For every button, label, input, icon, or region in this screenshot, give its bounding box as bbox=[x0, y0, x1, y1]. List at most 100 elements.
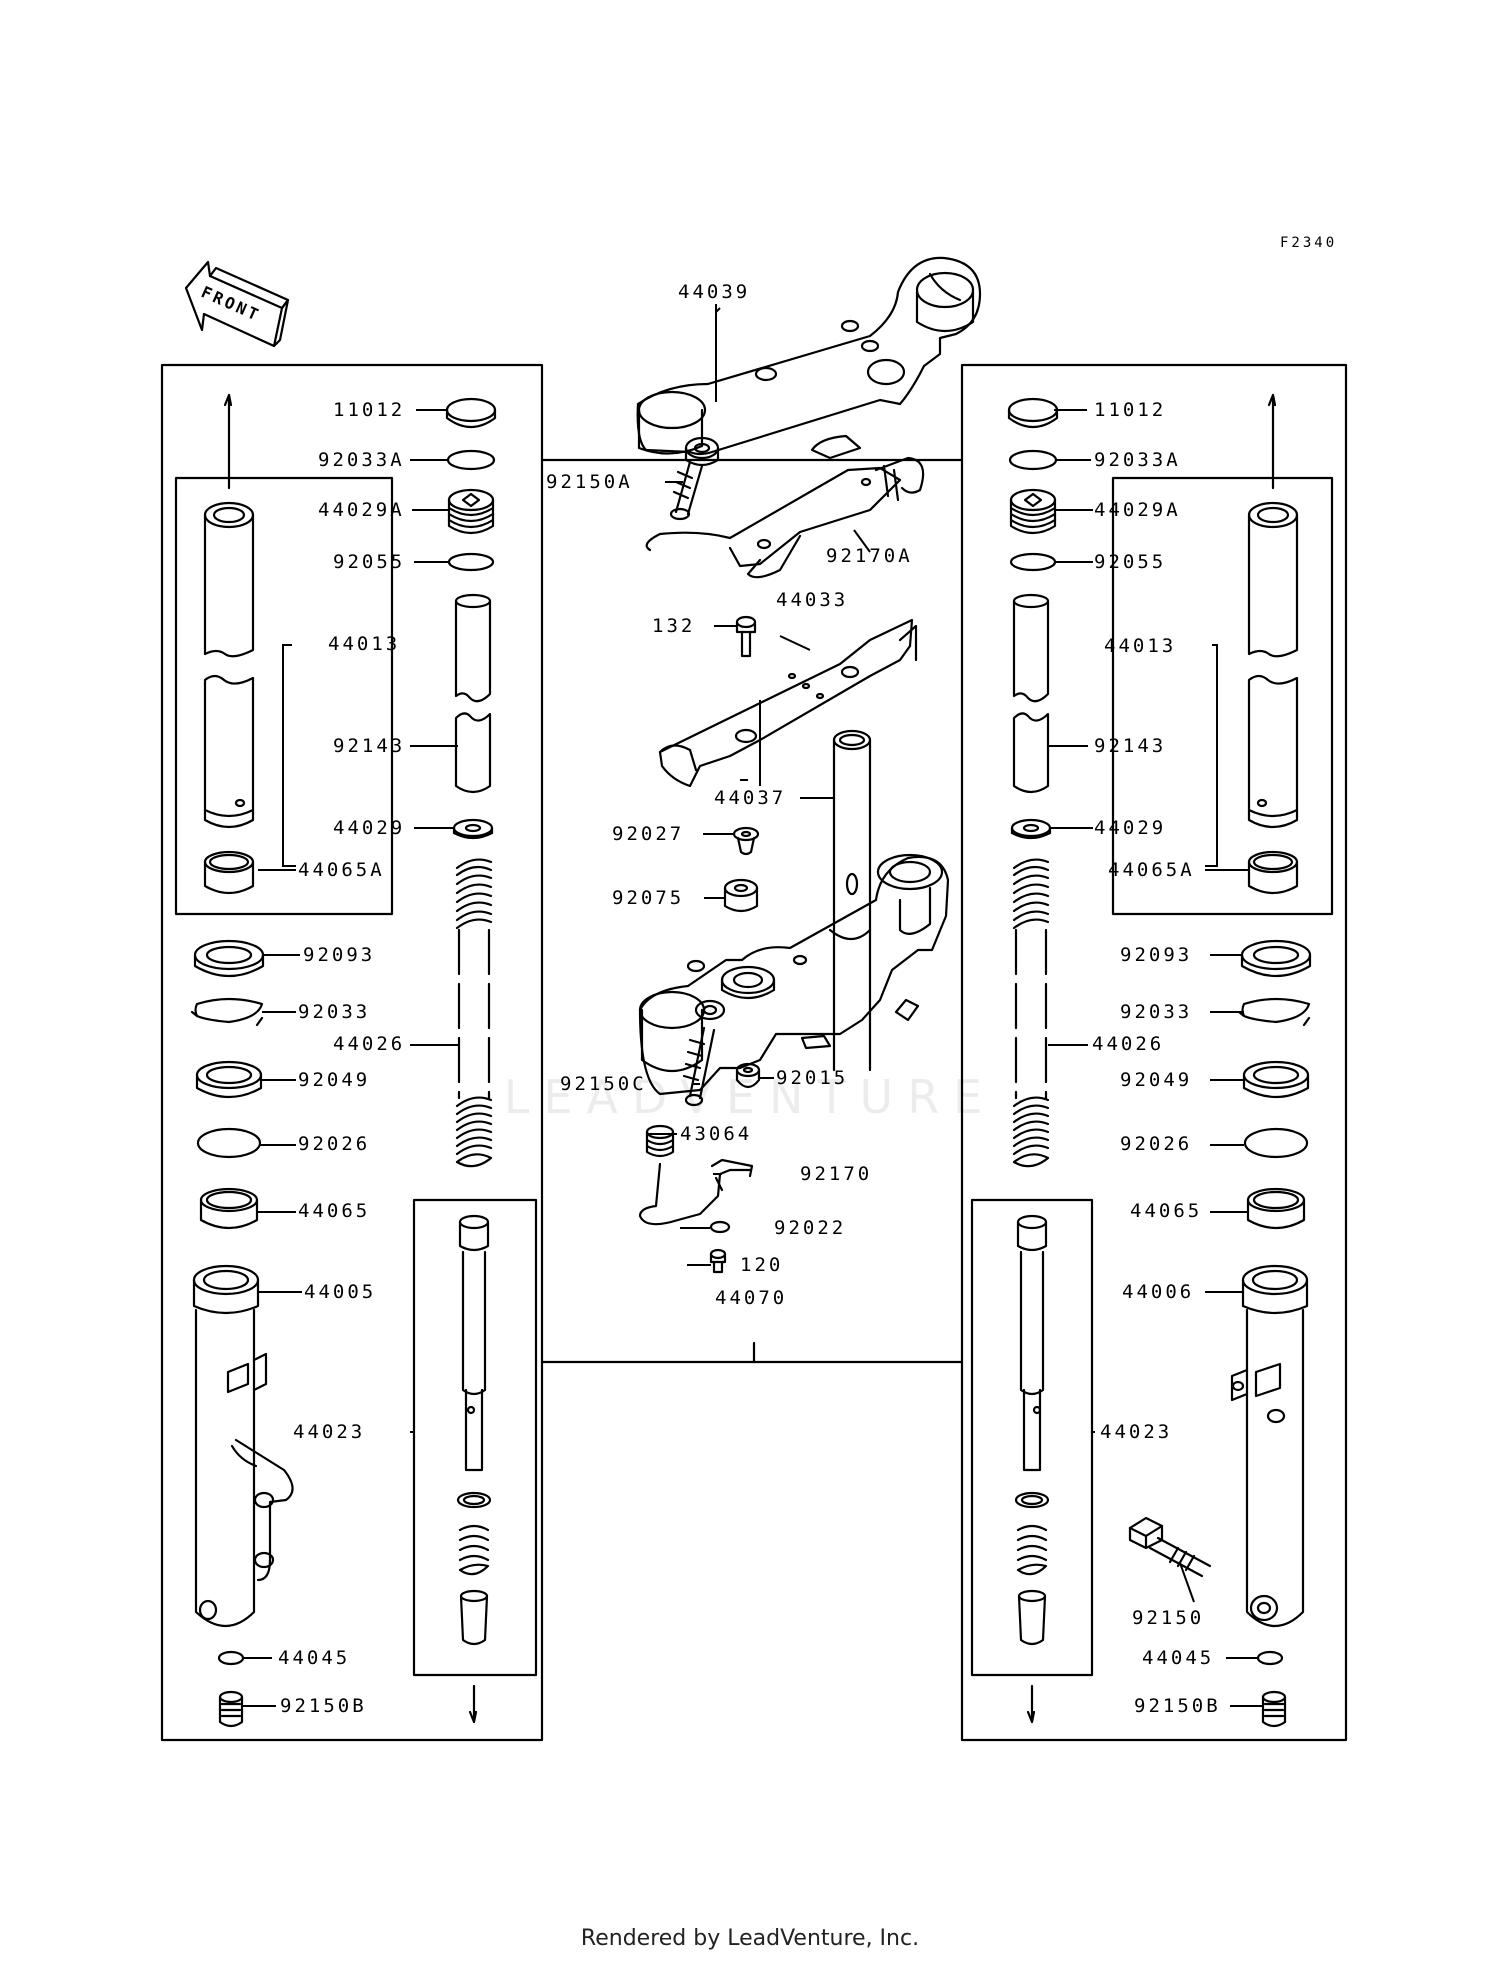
label-right-92055: 92055 bbox=[1094, 551, 1166, 573]
label-right-92049: 92049 bbox=[1120, 1069, 1192, 1091]
lower-clamp-92170 bbox=[638, 1158, 754, 1226]
right-outer-tube-44006 bbox=[1230, 1264, 1309, 1627]
left-clip-92033 bbox=[190, 997, 264, 1027]
label-left-92093: 92093 bbox=[303, 944, 375, 966]
label-44037: 44037 bbox=[714, 787, 786, 809]
label-left-92055: 92055 bbox=[333, 551, 405, 573]
bushing-92075 bbox=[723, 878, 759, 913]
label-right-44045: 44045 bbox=[1142, 1647, 1214, 1669]
right-seal-92049 bbox=[1242, 1060, 1310, 1098]
label-92022: 92022 bbox=[774, 1217, 846, 1239]
label-left-92033a: 92033A bbox=[318, 449, 405, 471]
lower-nut-92015 bbox=[735, 1062, 761, 1089]
left-seal-92093 bbox=[193, 939, 265, 977]
bracket-bolt-92150a bbox=[669, 460, 704, 521]
label-right-92150: 92150 bbox=[1132, 1607, 1204, 1629]
right-washer-44045 bbox=[1256, 1650, 1284, 1666]
label-right-44013: 44013 bbox=[1104, 635, 1176, 657]
label-92150a: 92150A bbox=[546, 471, 633, 493]
label-120: 120 bbox=[740, 1254, 783, 1276]
left-bolt-92150b bbox=[218, 1690, 244, 1728]
right-oring-92033a bbox=[1008, 449, 1058, 471]
left-washer-44045 bbox=[217, 1650, 245, 1666]
right-clip-92033 bbox=[1237, 997, 1311, 1027]
label-left-44023: 44023 bbox=[293, 1421, 365, 1443]
left-washer-44029 bbox=[452, 818, 494, 840]
label-left-44045: 44045 bbox=[278, 1647, 350, 1669]
right-washer-92026 bbox=[1243, 1127, 1309, 1159]
washer-92027 bbox=[732, 826, 760, 856]
right-cap-bolt-44029a bbox=[1009, 488, 1057, 535]
label-left-44026: 44026 bbox=[333, 1033, 405, 1055]
right-oring-92055 bbox=[1009, 552, 1057, 572]
label-right-44006: 44006 bbox=[1122, 1281, 1194, 1303]
label-43064: 43064 bbox=[680, 1123, 752, 1145]
screw-120 bbox=[709, 1248, 727, 1274]
label-left-11012: 11012 bbox=[333, 399, 405, 421]
label-left-92026: 92026 bbox=[298, 1133, 370, 1155]
label-92015: 92015 bbox=[776, 1067, 848, 1089]
left-outer-tube-44005 bbox=[192, 1264, 294, 1627]
left-collar-92143 bbox=[454, 593, 492, 794]
label-right-44029: 44029 bbox=[1094, 817, 1166, 839]
left-washer-92026 bbox=[196, 1127, 262, 1159]
figure-code: F2340 bbox=[1280, 235, 1337, 251]
left-damper-box bbox=[412, 1198, 538, 1677]
center-box bbox=[540, 458, 964, 1364]
wire-clamp-92170a bbox=[645, 434, 925, 579]
label-left-92033: 92033 bbox=[298, 1001, 370, 1023]
steering-stem-44037 bbox=[832, 729, 872, 1072]
left-fork-cap bbox=[445, 397, 497, 429]
right-washer-44029 bbox=[1010, 818, 1052, 840]
right-bushing-44065 bbox=[1246, 1187, 1306, 1230]
left-inner-tube-44013 bbox=[203, 393, 255, 829]
label-left-92049: 92049 bbox=[298, 1069, 370, 1091]
right-seal-92093 bbox=[1240, 939, 1312, 977]
left-cap-bolt-44029a bbox=[447, 488, 495, 535]
watermark: LEADVENTURE bbox=[503, 1070, 997, 1124]
right-damper-rod-44023 bbox=[1014, 1214, 1050, 1724]
label-left-44065: 44065 bbox=[298, 1200, 370, 1222]
right-spring-44026 bbox=[1012, 858, 1050, 1168]
label-right-92033a: 92033A bbox=[1094, 449, 1181, 471]
label-92027: 92027 bbox=[612, 823, 684, 845]
label-right-44065a: 44065A bbox=[1108, 859, 1195, 881]
label-right-92143: 92143 bbox=[1094, 735, 1166, 757]
left-spring-44026 bbox=[455, 858, 493, 1168]
plate-bolt-132 bbox=[735, 615, 757, 658]
label-right-44065: 44065 bbox=[1130, 1200, 1202, 1222]
label-left-44005: 44005 bbox=[304, 1281, 376, 1303]
right-inner-tube-44013 bbox=[1247, 393, 1299, 829]
label-left-44029a: 44029A bbox=[318, 499, 405, 521]
left-bushing-44065 bbox=[199, 1187, 259, 1230]
left-bushing-44065a bbox=[203, 850, 255, 895]
label-right-92033: 92033 bbox=[1120, 1001, 1192, 1023]
right-bushing-44065a bbox=[1247, 850, 1299, 895]
label-left-44013: 44013 bbox=[328, 633, 400, 655]
footer-credit: Rendered by LeadVenture, Inc. bbox=[580, 1926, 920, 1951]
right-fork-box bbox=[960, 363, 1348, 1742]
label-right-92150b: 92150B bbox=[1134, 1695, 1221, 1717]
label-44070: 44070 bbox=[715, 1287, 787, 1309]
label-92150c: 92150C bbox=[560, 1073, 647, 1095]
label-44033: 44033 bbox=[776, 589, 848, 611]
label-92170: 92170 bbox=[800, 1163, 872, 1185]
right-damper-box bbox=[970, 1198, 1094, 1677]
left-oring-92033a bbox=[446, 449, 496, 471]
lower-bracket bbox=[638, 853, 950, 1096]
right-bolt-92150b bbox=[1261, 1690, 1287, 1728]
left-oring-92055 bbox=[447, 552, 495, 572]
label-44039: 44039 bbox=[678, 281, 750, 303]
plate-44033 bbox=[658, 618, 918, 788]
right-axle-bolt-92150 bbox=[1128, 1516, 1212, 1578]
label-right-92026: 92026 bbox=[1120, 1133, 1192, 1155]
label-right-44023: 44023 bbox=[1100, 1421, 1172, 1443]
label-right-92093: 92093 bbox=[1120, 944, 1192, 966]
front-arrow bbox=[184, 260, 290, 348]
label-right-44029a: 44029A bbox=[1094, 499, 1181, 521]
label-92075: 92075 bbox=[612, 887, 684, 909]
right-inner-box bbox=[1111, 476, 1334, 916]
label-right-44026: 44026 bbox=[1092, 1033, 1164, 1055]
label-132: 132 bbox=[652, 615, 695, 637]
